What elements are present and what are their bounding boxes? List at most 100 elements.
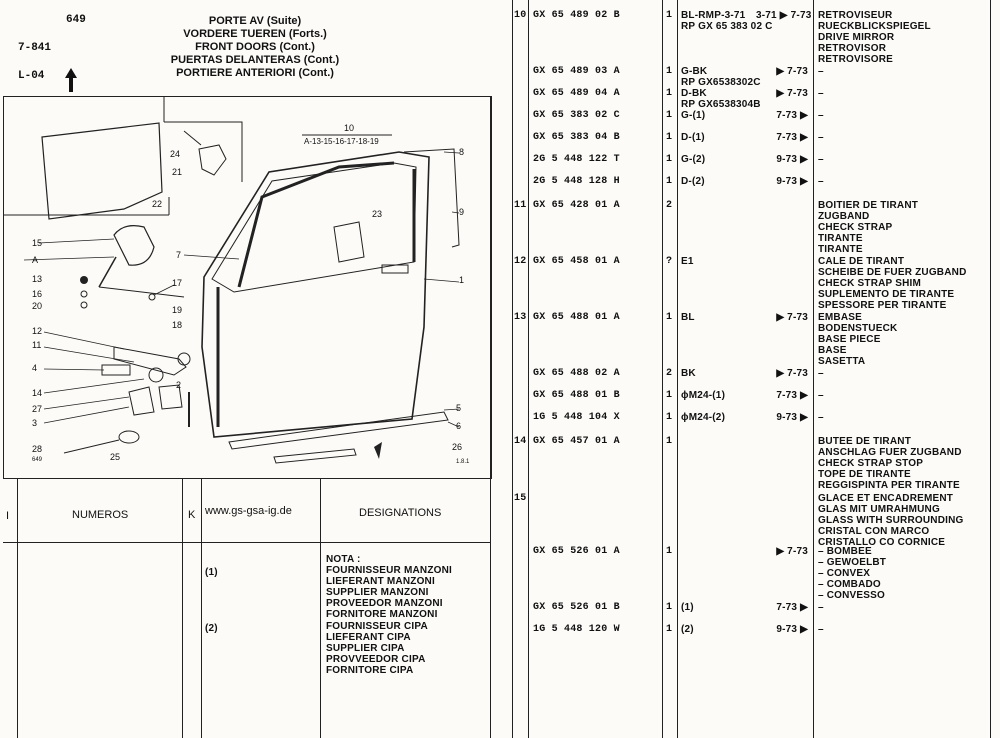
date-range: ▶ 7-73 [776, 368, 808, 379]
part-number: 1G 5 448 104 X [533, 412, 620, 423]
quantity: 1 [666, 110, 673, 121]
title-it: PORTIERE ANTERIORI (Cont.) [176, 67, 334, 79]
variant-code: BL [681, 312, 695, 323]
catalog-code: 7-841 [18, 42, 52, 54]
callout-a: A [32, 255, 39, 265]
date-range: 3-71 ▶ 7-73 [756, 10, 812, 21]
callout-12: 12 [32, 326, 43, 336]
part-number: GX 65 526 01 B [533, 602, 620, 613]
designation-line: GLACE ET ENCADREMENT [818, 493, 954, 504]
designation-line: – [818, 176, 824, 187]
quantity: 1 [666, 624, 673, 635]
designation-line: CHECK STRAP SHIM [818, 278, 922, 289]
quantity: 1 [666, 66, 673, 77]
designation-line: ZUGBAND [818, 211, 870, 222]
item-index: 13 [514, 312, 527, 323]
designation-line: – [818, 602, 824, 613]
callout-9: 9 [459, 207, 465, 217]
designation-line: ANSCHLAG FUER ZUGBAND [818, 447, 962, 458]
page-number: 649 [66, 14, 86, 26]
variant-code: E1 [681, 256, 694, 267]
callout-2: 2 [176, 380, 182, 390]
callout-24: 24 [170, 149, 181, 159]
designation-line: RETROVISEUR [818, 10, 893, 21]
col-divider [528, 0, 529, 738]
note-line: FORNITORE CIPA [326, 665, 414, 676]
callout-20: 20 [32, 301, 43, 311]
note-line: FORNITORE MANZONI [326, 609, 438, 620]
title-en: FRONT DOORS (Cont.) [195, 41, 315, 53]
part-number: 2G 5 448 122 T [533, 154, 620, 165]
item-index: 11 [514, 200, 527, 211]
section-code: L-04 [18, 70, 45, 82]
part-number: GX 65 488 02 A [533, 368, 620, 379]
variant-code-alt: RP GX 65 383 02 C [681, 21, 773, 32]
callout-3: 3 [32, 418, 38, 428]
callout-8: 8 [459, 147, 465, 157]
callout-26: 26 [452, 442, 463, 452]
website-link[interactable]: www.gs-gsa-ig.de [205, 505, 292, 517]
title-de: VORDERE TUEREN (Forts.) [183, 28, 327, 40]
quantity: 1 [666, 390, 673, 401]
quantity: 1 [666, 312, 673, 323]
variant-code: G-(2) [681, 154, 706, 165]
callout-group: A-13-15-16-17-18-19 [304, 137, 379, 146]
variant-code: D-(2) [681, 176, 705, 187]
callout-15: 15 [32, 238, 43, 248]
part-number: GX 65 383 04 B [533, 132, 620, 143]
date-range: ▶ 7-73 [776, 66, 808, 77]
note-line: LIEFERANT MANZONI [326, 576, 435, 587]
callout-21: 21 [172, 167, 183, 177]
part-number: GX 65 383 02 C [533, 110, 620, 121]
designation-line: – [818, 624, 824, 635]
callout-27: 27 [32, 404, 43, 414]
designation-line: RUECKBLICKSPIEGEL [818, 21, 931, 32]
designation-line: CRISTAL CON MARCO [818, 526, 930, 537]
part-number: 2G 5 448 128 H [533, 176, 620, 187]
col-header-numeros: NUMEROS [72, 509, 129, 521]
callout-17: 17 [172, 278, 183, 288]
callout-25: 25 [110, 452, 121, 462]
designation-line: – CONVESSO [818, 590, 886, 601]
door-drawing [4, 97, 460, 464]
part-number: GX 65 489 04 A [533, 88, 620, 99]
designation-line: RETROVISOR [818, 43, 887, 54]
col-header-k: K [188, 509, 196, 521]
col-divider [17, 478, 18, 738]
variant-code-alt: RP GX6538304B [681, 99, 761, 110]
part-number: 1G 5 448 120 W [533, 624, 620, 635]
col-divider [512, 0, 513, 738]
designation-line: – BOMBEE [818, 546, 872, 557]
designation-line: SCHEIBE DE FUER ZUGBAND [818, 267, 967, 278]
variant-code: ϕM24-(2) [681, 412, 726, 423]
designation-line: – [818, 88, 824, 99]
part-number: GX 65 457 01 A [533, 436, 620, 447]
quantity: ? [666, 256, 673, 267]
part-number: GX 65 488 01 A [533, 312, 620, 323]
callout-23: 23 [372, 209, 383, 219]
part-number: GX 65 428 01 A [533, 200, 620, 211]
date-range: 9-73 ▶ [776, 154, 808, 165]
note-line: PROVVEEDOR CIPA [326, 654, 426, 665]
col-header-designations: DESIGNATIONS [359, 507, 442, 519]
designation-line: – COMBADO [818, 579, 881, 590]
quantity: 2 [666, 368, 673, 379]
designation-line: SASETTA [818, 356, 866, 367]
date-range: 7-73 ▶ [776, 132, 808, 143]
variant-code: D-BK [681, 88, 707, 99]
callout-5: 5 [456, 403, 462, 413]
part-number: GX 65 488 01 B [533, 390, 620, 401]
variant-code: ϕM24-(1) [681, 390, 726, 401]
designation-line: – [818, 390, 824, 401]
designation-line: CALE DE TIRANT [818, 256, 905, 267]
date-range: ▶ 7-73 [776, 88, 808, 99]
callout-28: 28 [32, 444, 43, 454]
callout-18: 18 [172, 320, 183, 330]
designation-line: GLASS WITH SURROUNDING [818, 515, 964, 526]
designation-line: TOPE DE TIRANTE [818, 469, 911, 480]
designation-line: CHECK STRAP [818, 222, 893, 233]
callout-14: 14 [32, 388, 43, 398]
part-number: GX 65 489 03 A [533, 66, 620, 77]
item-index: 12 [514, 256, 527, 267]
date-range: ▶ 7-73 [776, 546, 808, 557]
